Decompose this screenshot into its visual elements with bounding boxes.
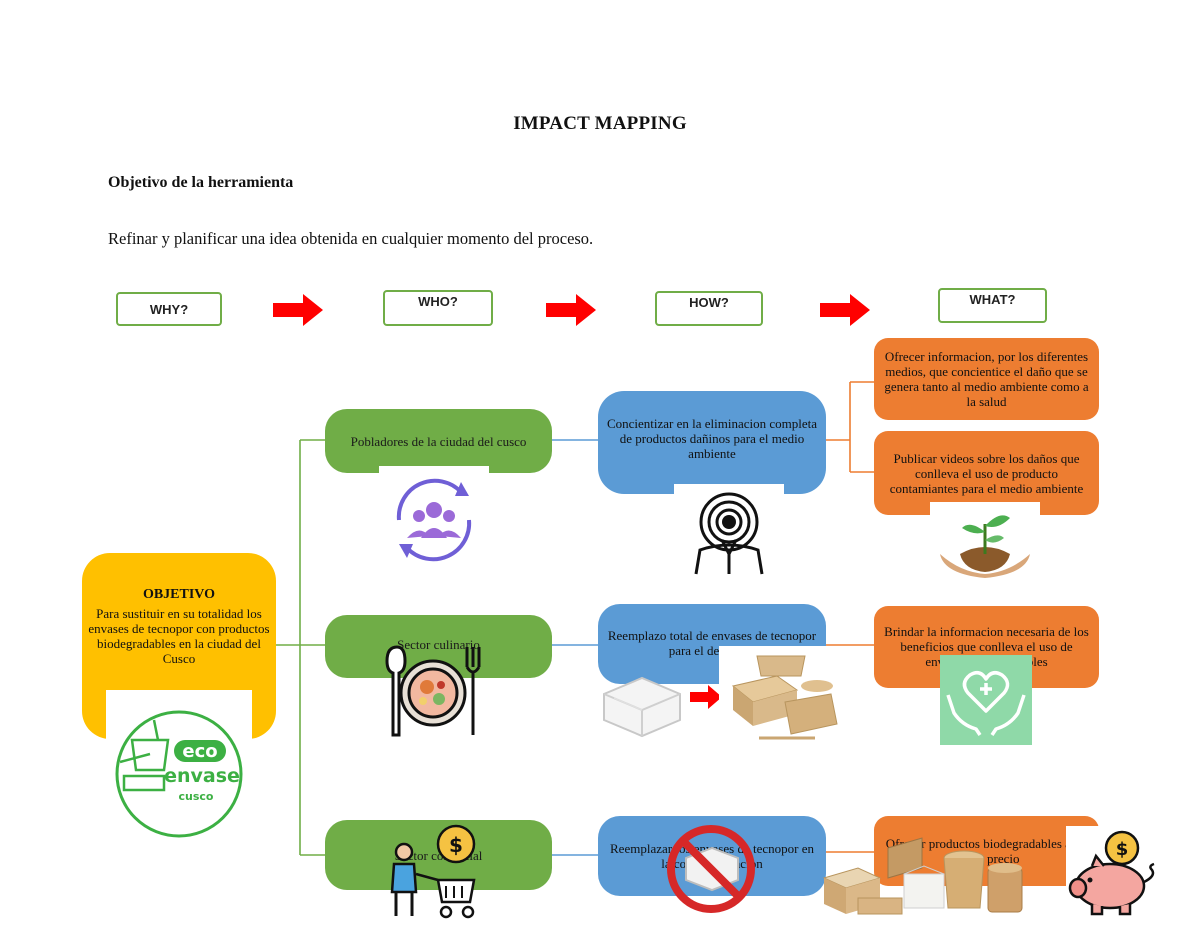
biodegradable-containers-icon [719, 646, 846, 750]
description-text: Refinar y planificar una idea obtenida e… [108, 229, 594, 248]
phase-how-label: HOW? [689, 295, 729, 310]
what-box-brindar-info: Brindar la informacion necesaria de los … [874, 606, 1099, 688]
phase-how: HOW? [655, 291, 763, 326]
phase-why: WHY? [116, 292, 222, 326]
speaker-person-icon [674, 484, 784, 576]
logo-eco: eco [182, 741, 217, 762]
heart-hands-icon [940, 655, 1032, 745]
arrow-right-icon [546, 294, 596, 326]
shopper-cart-icon: $ [384, 822, 484, 922]
what-label: Publicar videos sobre los daños que conl… [889, 450, 1084, 496]
page-title: IMPACT MAPPING [513, 113, 687, 134]
objective-heading: OBJETIVO [142, 586, 216, 602]
people-cycle-icon [379, 466, 489, 574]
biodegradable-containers-icon [818, 828, 1028, 920]
who-box-pobladores: Pobladores de la ciudad del cusco [325, 409, 552, 473]
svg-text:$: $ [1116, 839, 1129, 860]
piggy-bank-icon: $ [1066, 826, 1168, 918]
arrow-right-icon [690, 685, 722, 709]
phase-what: WHAT? [938, 288, 1047, 323]
phase-what-label: WHAT? [969, 292, 1016, 307]
who-label: Pobladores de la ciudad del cusco [350, 433, 527, 449]
logo-envase: envase [164, 765, 240, 787]
eco-envase-logo: eco envase cusco [106, 690, 252, 840]
arrow-right-icon [820, 294, 870, 326]
phase-why-label: WHY? [149, 302, 189, 317]
plant-hands-icon [930, 502, 1040, 580]
logo-cusco: cusco [179, 790, 214, 803]
how-label: Concientizar en la eliminacion completa … [606, 416, 818, 461]
arrow-right-icon [273, 294, 323, 326]
how-box-concientizar: Concientizar en la eliminacion completa … [598, 391, 826, 494]
phase-who-label: WHO? [418, 294, 458, 309]
section-subtitle: Objetivo de la herramienta [108, 174, 294, 191]
phase-who: WHO? [383, 290, 493, 326]
who-label: Sector culinario [397, 637, 480, 652]
svg-text:$: $ [449, 833, 463, 857]
prohibited-icon [664, 822, 758, 916]
what-box-publicar-videos: Publicar videos sobre los daños que conl… [874, 431, 1099, 515]
what-box-ofrecer-info: Ofrecer informacion, por los diferentes … [874, 338, 1099, 420]
plate-cutlery-icon [383, 641, 483, 739]
what-label: Ofrecer informacion, por los diferentes … [884, 349, 1089, 409]
objective-text: Para sustituir en su totalidad los envas… [88, 605, 270, 666]
styrofoam-box-icon [598, 664, 686, 742]
